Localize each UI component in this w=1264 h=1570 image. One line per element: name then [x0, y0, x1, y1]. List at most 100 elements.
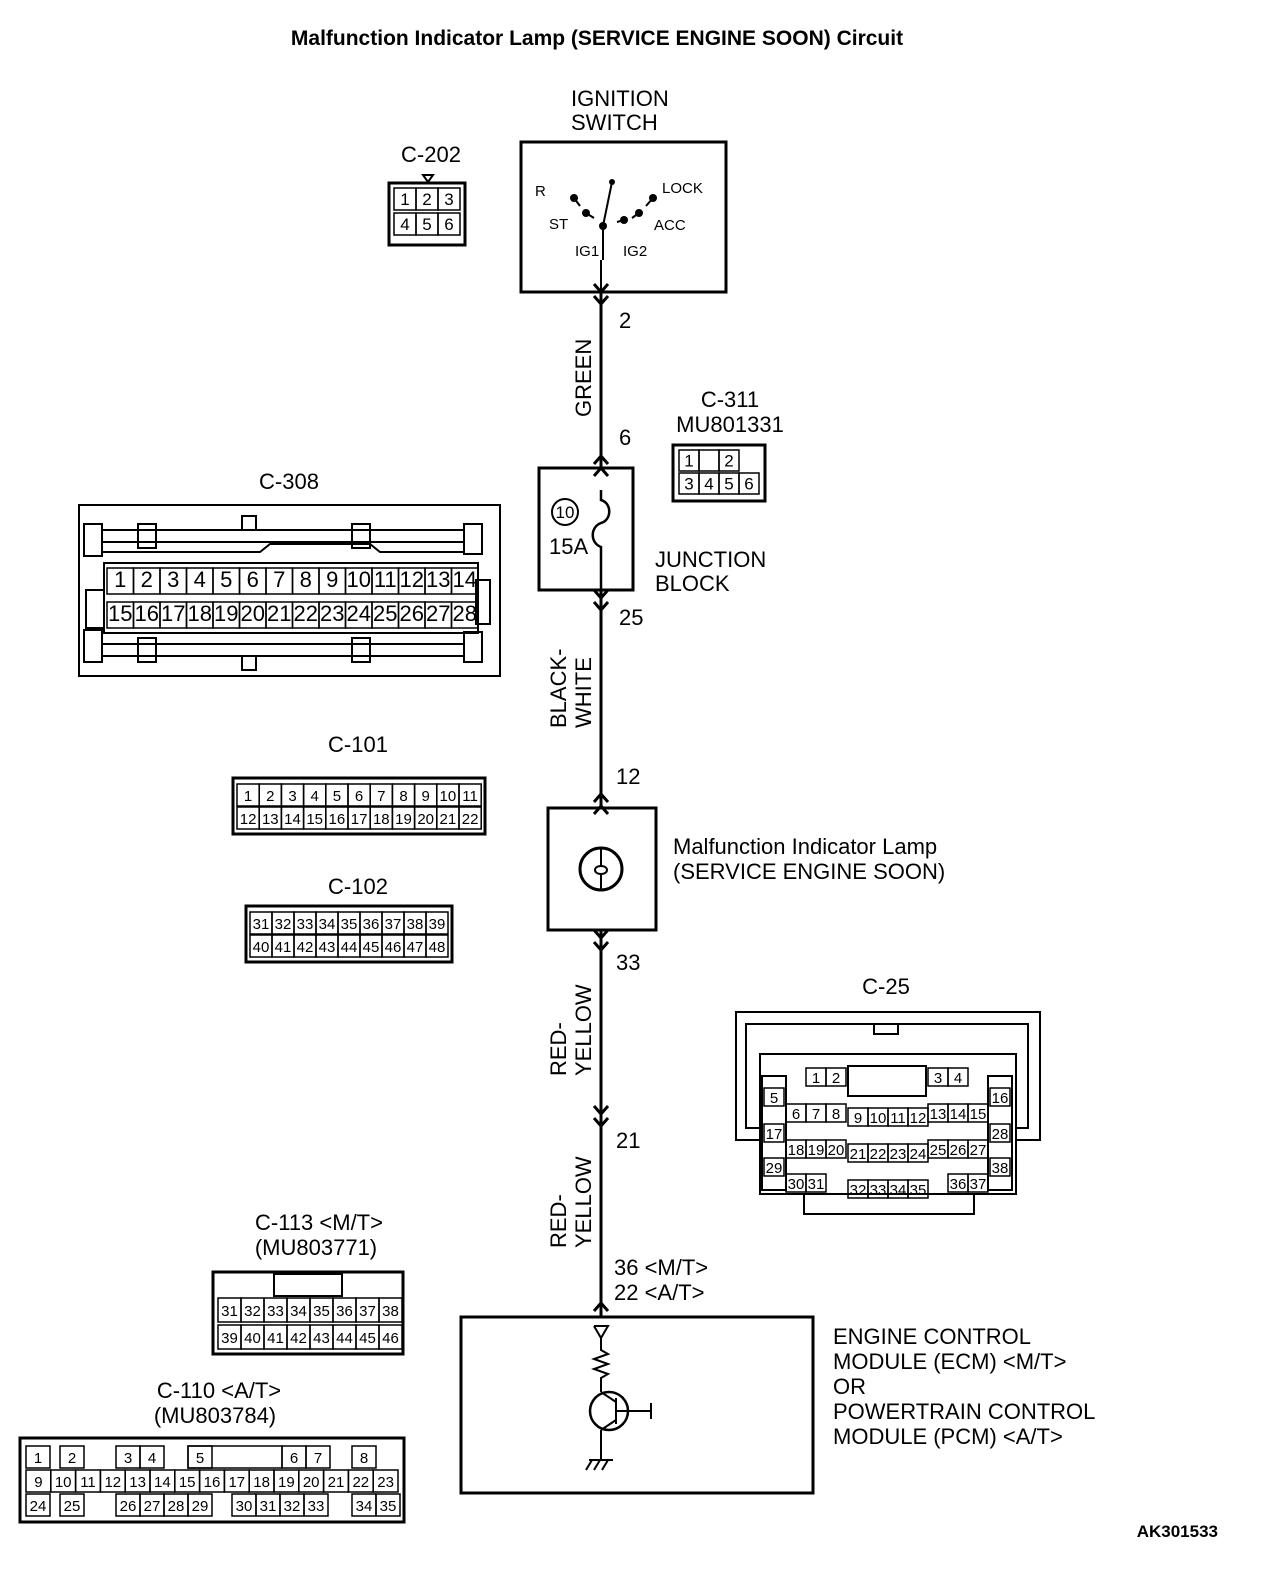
c110-pin: 16: [204, 1474, 221, 1491]
c102-pin: 48: [429, 939, 446, 956]
c25-pin: 18: [788, 1142, 805, 1159]
c110-pin: 32: [284, 1498, 301, 1515]
c25-pin: 6: [792, 1106, 800, 1123]
c308-pin: 17: [161, 601, 185, 626]
c25-pin: 20: [828, 1142, 845, 1159]
c110-pin: 5: [196, 1450, 204, 1467]
c311-cell: [718, 449, 740, 472]
c25-pin: 31: [808, 1176, 825, 1193]
c101-pin: 18: [373, 811, 390, 828]
c308-pin: 18: [188, 601, 212, 626]
c110-pin: 29: [192, 1498, 209, 1515]
c102-pin: 31: [253, 916, 270, 933]
c110-cell: [25, 1445, 51, 1469]
c102-pin: 39: [429, 916, 446, 933]
c102-name: C-102: [328, 874, 388, 899]
c311-pin: 1: [684, 452, 693, 471]
c102-pin: 47: [407, 939, 424, 956]
c101-pin: 14: [284, 811, 301, 828]
c25-cell: [989, 1157, 1011, 1177]
c25-cell: [967, 1173, 989, 1193]
c25-pin: 5: [770, 1090, 778, 1107]
c110-part: (MU803784): [154, 1403, 276, 1428]
c25-pin: 15: [970, 1106, 987, 1123]
c113-pin: 36: [336, 1303, 353, 1320]
c110-pin: 6: [290, 1450, 298, 1467]
c202-pin: 1: [400, 190, 409, 209]
fuse-number-circle: [551, 498, 579, 526]
c113-pin: 41: [267, 1330, 284, 1347]
ecm-label-4: POWERTRAIN CONTROL: [833, 1399, 1095, 1424]
c110-pin: 12: [104, 1474, 121, 1491]
c25-pin: 27: [970, 1142, 987, 1159]
c102-pin: 42: [297, 939, 314, 956]
c101-pin: 21: [440, 811, 457, 828]
c110-pin: 11: [80, 1474, 96, 1491]
c101-cell: [458, 806, 482, 830]
c202-pin: 5: [422, 215, 431, 234]
c101-pin: 17: [351, 811, 368, 828]
c101-pin: 7: [377, 788, 385, 805]
fuse-icon: [591, 490, 611, 590]
c101-pin: 6: [355, 788, 363, 805]
c25-pin: 35: [910, 1182, 927, 1199]
c110-pin: 22: [352, 1474, 369, 1491]
c102-pin: 36: [363, 916, 380, 933]
wire-red-yellow-label-2: YELLOW: [571, 984, 596, 1076]
c113-pin: 39: [221, 1330, 238, 1347]
c25-pin: 23: [890, 1146, 907, 1163]
mil-label-1: Malfunction Indicator Lamp: [673, 834, 937, 859]
c311-pin: 6: [744, 475, 753, 494]
c308-pin: 11: [374, 567, 397, 592]
c25-pin: 12: [910, 1110, 927, 1127]
c102-pin: 38: [407, 916, 424, 933]
c308-pin: 9: [326, 567, 338, 592]
c101-pin: 9: [422, 788, 430, 805]
junction-block-label-2: BLOCK: [655, 571, 730, 596]
c110-pin: 35: [380, 1498, 397, 1515]
wire-red-yellow-label-1: RED-: [546, 1022, 571, 1076]
c25-pin: 32: [850, 1182, 867, 1199]
c110-pin: 21: [328, 1474, 345, 1491]
pin-jb-in: 6: [619, 425, 631, 450]
c308-cell: [450, 601, 479, 629]
c25-pin: 17: [766, 1126, 783, 1143]
c110-cell: [303, 1493, 329, 1517]
wire-red-yellow-label-3: RED-: [546, 1194, 571, 1248]
c25-pin: 38: [992, 1160, 1009, 1177]
junction-block-label-1: JUNCTION: [655, 547, 766, 572]
c113-pin: 42: [290, 1330, 307, 1347]
wire-green-label: GREEN: [571, 339, 596, 417]
c102-pin: 35: [341, 916, 358, 933]
c25-cell: [825, 1067, 847, 1087]
c25-cell: [825, 1103, 847, 1123]
c110-pin: 28: [168, 1498, 185, 1515]
c308-pin: 2: [141, 567, 153, 592]
wire-black-white-label-2: WHITE: [571, 657, 596, 728]
c25-pin: 24: [910, 1146, 927, 1163]
c202-pin: 2: [422, 190, 431, 209]
c113-part: (MU803771): [255, 1235, 377, 1260]
c110-cell: [25, 1493, 51, 1517]
c113-cell: [378, 1297, 403, 1323]
c110-cell: [372, 1469, 399, 1493]
c25-cell: [805, 1173, 827, 1193]
c308-cell: [450, 567, 479, 595]
pin-jb-out: 25: [619, 605, 643, 630]
c308-pin: 4: [194, 567, 206, 592]
fuse-number: 10: [556, 503, 575, 522]
wire-black-white-label-1: BLACK-: [546, 649, 571, 728]
c110-name: C-110 <A/T>: [157, 1378, 281, 1403]
c110-cell: [139, 1445, 165, 1469]
c308-pin: 15: [108, 601, 132, 626]
ground-icon: [585, 1459, 613, 1471]
c101-pin: 20: [417, 811, 434, 828]
c101-cell: [458, 783, 482, 807]
c110-pin: 31: [260, 1498, 277, 1515]
c110-cell: [59, 1445, 85, 1469]
diagram-title: Malfunction Indicator Lamp (SERVICE ENGI…: [291, 27, 903, 50]
c308-pin: 25: [373, 601, 397, 626]
switch-pos-ig1: IG1: [575, 243, 599, 260]
mil-lamp: Malfunction Indicator Lamp (SERVICE ENGI…: [546, 806, 945, 932]
